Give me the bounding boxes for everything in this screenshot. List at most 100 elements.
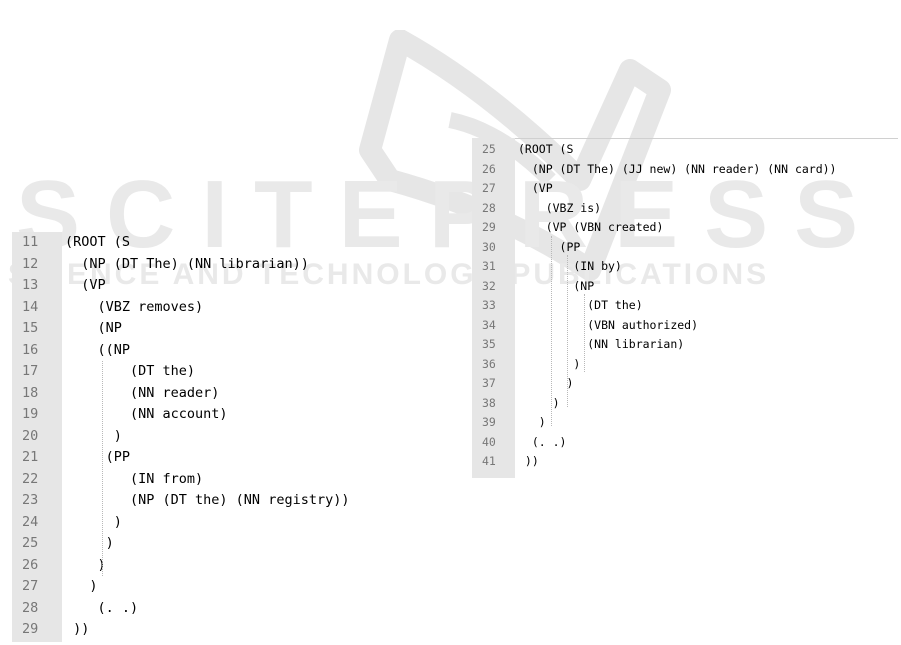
code-text: (. .) [65,599,139,616]
code-line: 27 ) [12,576,98,598]
code-text: ((NP [65,341,131,358]
line-number: 12 [22,255,39,272]
code-text: (NP (DT the) (NN registry)) [65,492,350,508]
code-text: (VBZ removes) [65,298,204,315]
line-number: 14 [22,298,39,315]
line-number: 37 [482,376,496,390]
line-number: 28 [482,200,496,215]
code-text: (. .) [518,434,567,449]
code-line: 18 (NN reader) [12,383,219,405]
indent-guide [584,294,585,372]
code-line: 15 (NP [12,318,122,340]
line-number: 21 [22,449,39,465]
line-number: 41 [482,454,496,468]
code-line: 14 (VBZ removes) [12,297,203,319]
line-number: 29 [22,621,39,637]
code-line: 35 (NN librarian) [472,335,684,355]
line-number: 29 [482,220,496,234]
line-number: 34 [482,317,496,332]
code-text: (NN librarian) [518,337,685,351]
line-number: 31 [482,259,496,273]
code-text: ) [518,395,560,410]
code-text: ) [65,556,106,573]
code-text: (NN reader) [65,384,220,401]
code-line: 24 ) [12,512,122,534]
code-text: (IN from) [65,470,204,487]
line-number: 26 [22,556,39,573]
code-line: 19 (NN account) [12,404,228,426]
line-number: 26 [482,161,496,176]
line-number: 23 [22,492,39,508]
code-text: (NP (DT The) (NN librarian)) [65,255,309,272]
code-line: 31 (IN by) [472,257,622,277]
code-text: (IN by) [518,259,622,273]
code-line: 34 (VBN authorized) [472,316,698,336]
code-text: ) [65,427,122,444]
code-text: ) [518,356,581,371]
code-text: ) [518,376,574,390]
code-line: 28 (. .) [12,598,138,620]
code-text: (VP [65,277,106,293]
code-line: 38 ) [472,394,560,414]
line-number: 13 [22,277,39,293]
line-number: 33 [482,298,496,312]
code-line: 17 (DT the) [12,361,195,383]
code-line: 23 (NP (DT the) (NN registry)) [12,490,349,512]
code-text: (NP [518,278,595,293]
line-number: 38 [482,395,496,410]
line-number: 36 [482,356,496,371]
code-text: (VP (VBN created) [518,220,664,234]
code-line: 25 ) [12,533,114,555]
code-line: 29 (VP (VBN created) [472,218,663,238]
code-line: 28 (VBZ is) [472,199,601,219]
line-number: 15 [22,320,39,336]
code-line: 41 )) [472,452,539,472]
code-text: (VBZ is) [518,200,602,215]
line-number: 27 [482,181,496,195]
code-line: 29 )) [12,619,89,641]
code-line: 36 ) [472,355,580,375]
code-text: (DT the) [518,298,643,312]
code-line: 11(ROOT (S [12,232,130,254]
line-number: 24 [22,513,39,530]
code-line: 20 ) [12,426,122,448]
code-line: 39 ) [472,413,546,433]
code-text: ) [65,535,114,551]
line-number: 25 [22,535,39,551]
line-number: 32 [482,278,496,293]
code-line: 22 (IN from) [12,469,203,491]
code-line: 12 (NP (DT The) (NN librarian)) [12,254,309,276]
line-number: 25 [482,142,496,156]
code-text: ) [65,513,122,530]
code-text: (PP [65,449,131,465]
line-number: 27 [22,578,39,594]
code-text: (VBN authorized) [518,317,699,332]
line-number: 39 [482,415,496,429]
code-line: 37 ) [472,374,573,394]
line-number: 20 [22,427,39,444]
line-number: 35 [482,337,496,351]
code-line: 21 (PP [12,447,130,469]
indent-guide [551,236,552,426]
code-line: 26 ) [12,555,106,577]
indent-guide [567,255,568,407]
code-text: )) [65,621,90,637]
line-number-gutter [472,138,515,478]
code-line: 27 (VP [472,179,553,199]
line-number-gutter [12,232,62,642]
line-number: 19 [22,406,39,422]
line-number: 30 [482,239,496,254]
code-text: (NN account) [65,406,228,422]
line-number: 17 [22,363,39,379]
code-line: 33 (DT the) [472,296,643,316]
code-text: (NP [65,320,122,336]
code-text: (VP [518,181,553,195]
code-text: (DT the) [65,363,196,379]
line-number: 40 [482,434,496,449]
code-line: 30 (PP [472,238,580,258]
code-text: (ROOT (S [65,234,131,250]
code-text: (NP (DT The) (JJ new) (NN reader) (NN ca… [518,161,837,176]
code-line: 25(ROOT (S [472,140,573,160]
code-text: (PP [518,239,581,254]
